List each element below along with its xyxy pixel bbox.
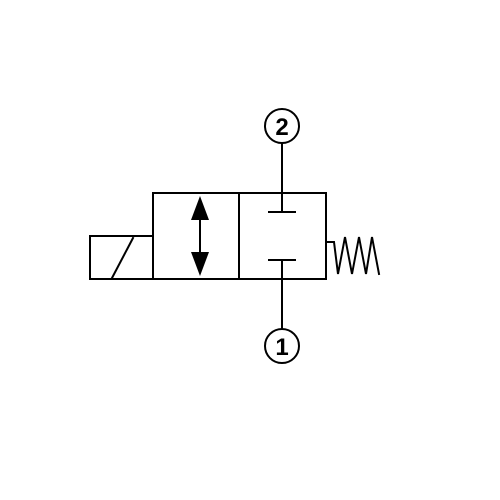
flow-arrow-head-up [191,196,209,220]
blocked-ports [268,192,296,280]
solenoid-actuator [89,235,154,280]
port-1-circle [264,328,300,364]
solenoid-diagonal [110,236,135,280]
port-1-connection [264,278,300,364]
port-1-label: 1 [275,334,288,361]
solenoid-box [89,235,154,280]
port-2-label: 2 [275,114,288,141]
flow-arrow-double [191,196,209,276]
valve-envelope-left [152,192,240,280]
flow-arrow-head-down [191,252,209,276]
port-2-connection [264,108,300,194]
spring-return [325,236,381,276]
valve-body [152,192,327,280]
port-2-circle [264,108,300,144]
